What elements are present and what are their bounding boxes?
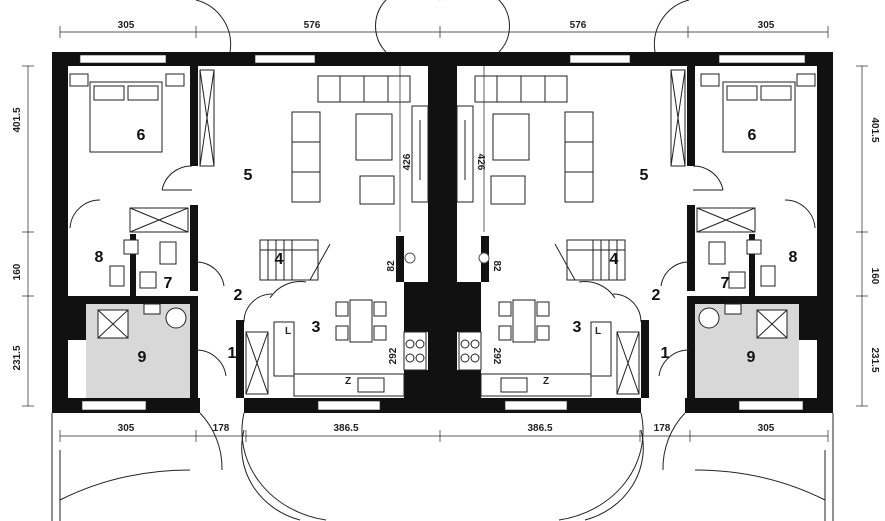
room-numbers: 1 2 3 4 5 6 7 8 9 1 2 3 4 5 6 7 8 9 — [95, 127, 798, 366]
dimension-lines — [22, 26, 868, 442]
dim-top-1: 305 — [118, 20, 135, 31]
mark-l-right: L — [595, 326, 601, 337]
dim-inner-426-left: 426 — [402, 153, 413, 170]
dim-bottom-6: 305 — [758, 423, 775, 434]
right-unit — [439, 0, 834, 521]
room-6-right: 6 — [748, 127, 757, 144]
dim-top-3: 576 — [570, 20, 587, 31]
dim-top-4: 305 — [758, 20, 775, 31]
mark-l-left: L — [285, 326, 291, 337]
dim-left-1: 401.5 — [12, 107, 23, 132]
dim-bottom-3: 386.5 — [333, 423, 358, 434]
room-4-left: 4 — [275, 251, 284, 268]
dim-right-2: 160 — [869, 268, 880, 285]
dim-top-2: 576 — [304, 20, 321, 31]
room-5-left: 5 — [244, 167, 253, 184]
room-4-right: 4 — [610, 251, 619, 268]
room-7-left: 7 — [164, 275, 173, 292]
dim-left-2: 160 — [12, 263, 23, 280]
room-8-left: 8 — [95, 249, 104, 266]
room-9-right: 9 — [747, 349, 756, 366]
room-2-right: 2 — [652, 287, 661, 304]
dim-bottom-1: 305 — [118, 423, 135, 434]
room-2-left: 2 — [234, 287, 243, 304]
room-3-right: 3 — [573, 319, 582, 336]
dim-inner-292-left: 292 — [388, 347, 399, 364]
kitchen-marks: L Z L Z — [285, 326, 601, 387]
mark-z-left: Z — [345, 376, 351, 387]
room-9-left: 9 — [138, 349, 147, 366]
dim-right-1: 401.5 — [869, 117, 880, 142]
room-8-right: 8 — [789, 249, 798, 266]
dimension-labels: 305 576 576 305 305 178 386.5 386.5 178 … — [12, 20, 880, 434]
dim-bottom-5: 178 — [654, 423, 671, 434]
dim-left-3: 231.5 — [12, 345, 23, 370]
room-5-right: 5 — [640, 167, 649, 184]
left-unit — [51, 0, 446, 521]
dim-inner-292-right: 292 — [491, 348, 502, 365]
dim-bottom-4: 386.5 — [527, 423, 552, 434]
room-6-left: 6 — [137, 127, 146, 144]
room-1-left: 1 — [228, 345, 237, 362]
room-7-right: 7 — [721, 275, 730, 292]
dim-inner-426-right: 426 — [475, 154, 486, 171]
dim-inner-82-right: 82 — [491, 260, 502, 272]
mark-z-right: Z — [543, 376, 549, 387]
room-1-right: 1 — [661, 345, 670, 362]
room-3-left: 3 — [312, 319, 321, 336]
dim-right-3: 231.5 — [869, 347, 880, 372]
dim-inner-82-left: 82 — [386, 260, 397, 272]
dim-bottom-2: 178 — [213, 423, 230, 434]
